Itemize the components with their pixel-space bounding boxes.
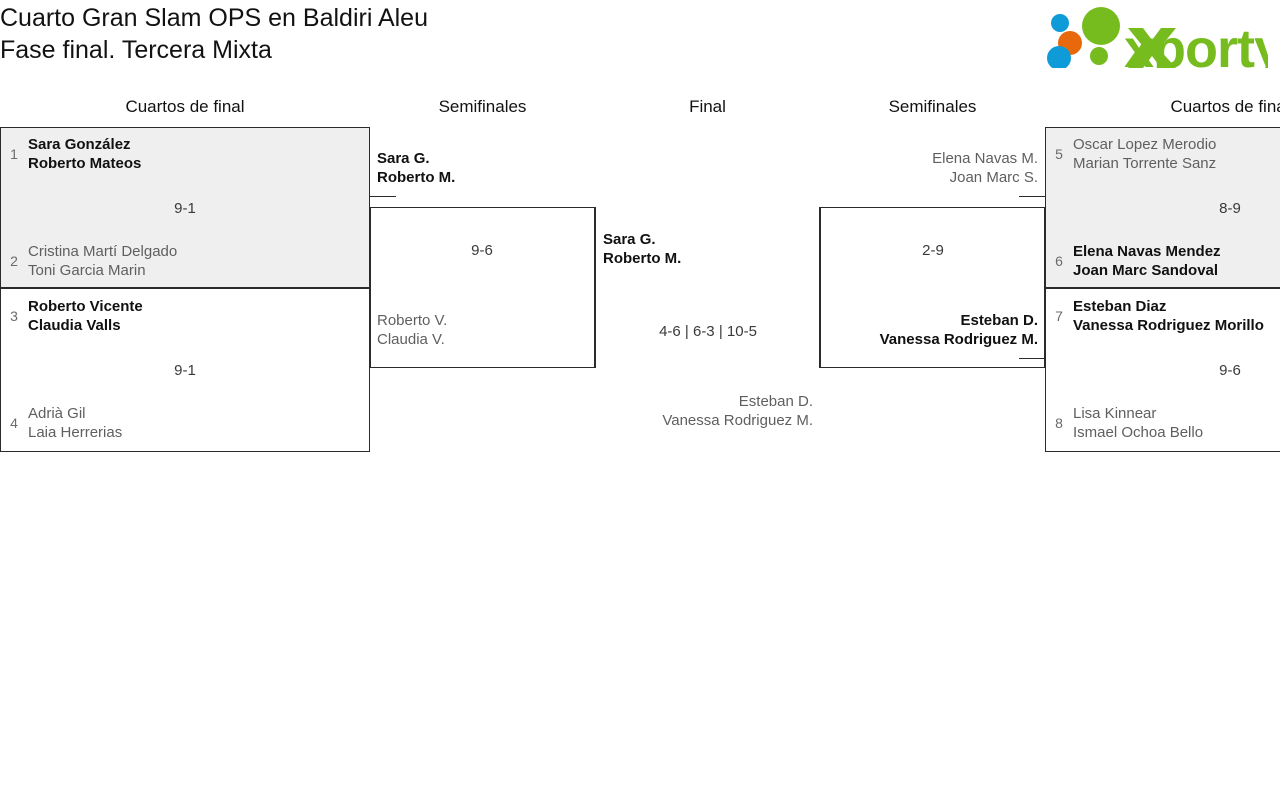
match-box-qf-left-1[interactable] (0, 127, 370, 288)
team-names: Esteban Diaz Vanessa Rodriguez Morillo (1073, 298, 1264, 334)
team-sf-right-top[interactable]: Elena Navas M. Joan Marc S. (932, 150, 1038, 186)
seed-number: 5 (1055, 146, 1063, 162)
seed-number: 7 (1055, 308, 1063, 324)
score-qf-right-2: 9-6 (1219, 362, 1241, 379)
seed-number: 8 (1055, 415, 1063, 431)
team-sf-left-bottom[interactable]: Roberto V. Claudia V. (377, 312, 448, 348)
team-names: Elena Navas Mendez Joan Marc Sandoval (1073, 243, 1221, 279)
xporty-logo[interactable]: x xporty (1042, 6, 1268, 68)
seed-number: 1 (10, 146, 18, 162)
connector-qf-left-1-to-sf (369, 196, 396, 197)
team-qf-right-1-top[interactable]: 5 Oscar Lopez Merodio Marian Torrente Sa… (1053, 135, 1216, 173)
match-box-qf-left-2[interactable] (0, 288, 370, 452)
match-box-sf-left[interactable] (370, 207, 595, 368)
team-qf-left-1-bottom[interactable]: 2 Cristina Martí Delgado Toni Garcia Mar… (8, 242, 177, 280)
team-final-top[interactable]: Sara G. Roberto M. (603, 231, 682, 267)
team-final-bottom[interactable]: Esteban D. Vanessa Rodriguez M. (662, 393, 813, 429)
match-box-qf-right-2[interactable] (1045, 288, 1280, 452)
team-names: Oscar Lopez Merodio Marian Torrente Sanz (1073, 136, 1217, 172)
team-names: Adrià Gil Laia Herrerias (28, 405, 123, 441)
team-names: Roberto Vicente Claudia Valls (28, 298, 143, 334)
page-title: Cuarto Gran Slam OPS en Baldiri Aleu Fas… (0, 4, 428, 64)
team-qf-right-2-bottom[interactable]: 8 Lisa Kinnear Ismael Ochoa Bello (1053, 404, 1203, 442)
team-qf-left-2-top[interactable]: 3 Roberto Vicente Claudia Valls (8, 297, 143, 335)
round-header-quarterfinals-left: Cuartos de final (125, 97, 245, 116)
connector-qf-right-1-to-sf (1019, 196, 1046, 197)
seed-number: 4 (10, 415, 18, 431)
team-qf-right-2-top[interactable]: 7 Esteban Diaz Vanessa Rodriguez Morillo (1053, 297, 1264, 335)
team-qf-left-2-bottom[interactable]: 4 Adrià Gil Laia Herrerias (8, 404, 122, 442)
round-header-quarterfinals-right: Cuartos de final (1170, 97, 1280, 116)
team-sf-left-top[interactable]: Sara G. Roberto M. (377, 150, 456, 186)
match-box-qf-right-1[interactable] (1045, 127, 1280, 288)
svg-text:xporty: xporty (1124, 19, 1268, 68)
round-header-semifinals-right: Semifinales (888, 97, 977, 116)
round-header-semifinals-left: Semifinales (438, 97, 527, 116)
team-names: Lisa Kinnear Ismael Ochoa Bello (1073, 405, 1204, 441)
score-final: 4-6 | 6-3 | 10-5 (659, 323, 757, 340)
score-sf-left: 9-6 (471, 242, 493, 259)
seed-number: 3 (10, 308, 18, 324)
team-names: Cristina Martí Delgado Toni Garcia Marin (28, 243, 178, 279)
seed-number: 6 (1055, 253, 1063, 269)
score-qf-right-1: 8-9 (1219, 200, 1241, 217)
connector-qf-right-2-to-sf (1019, 358, 1046, 359)
team-sf-right-bottom[interactable]: Esteban D. Vanessa Rodriguez M. (879, 312, 1038, 348)
team-qf-left-1-top[interactable]: 1 Sara González Roberto Mateos (8, 135, 141, 173)
match-box-sf-right[interactable] (820, 207, 1045, 368)
score-sf-right: 2-9 (922, 242, 944, 259)
team-qf-right-1-bottom[interactable]: 6 Elena Navas Mendez Joan Marc Sandoval (1053, 242, 1221, 280)
score-qf-left-2: 9-1 (174, 362, 196, 379)
seed-number: 2 (10, 253, 18, 269)
team-names: Sara González Roberto Mateos (28, 136, 142, 172)
match-box-final[interactable] (595, 207, 820, 368)
round-header-final: Final (689, 97, 726, 116)
score-qf-left-1: 9-1 (174, 200, 196, 217)
